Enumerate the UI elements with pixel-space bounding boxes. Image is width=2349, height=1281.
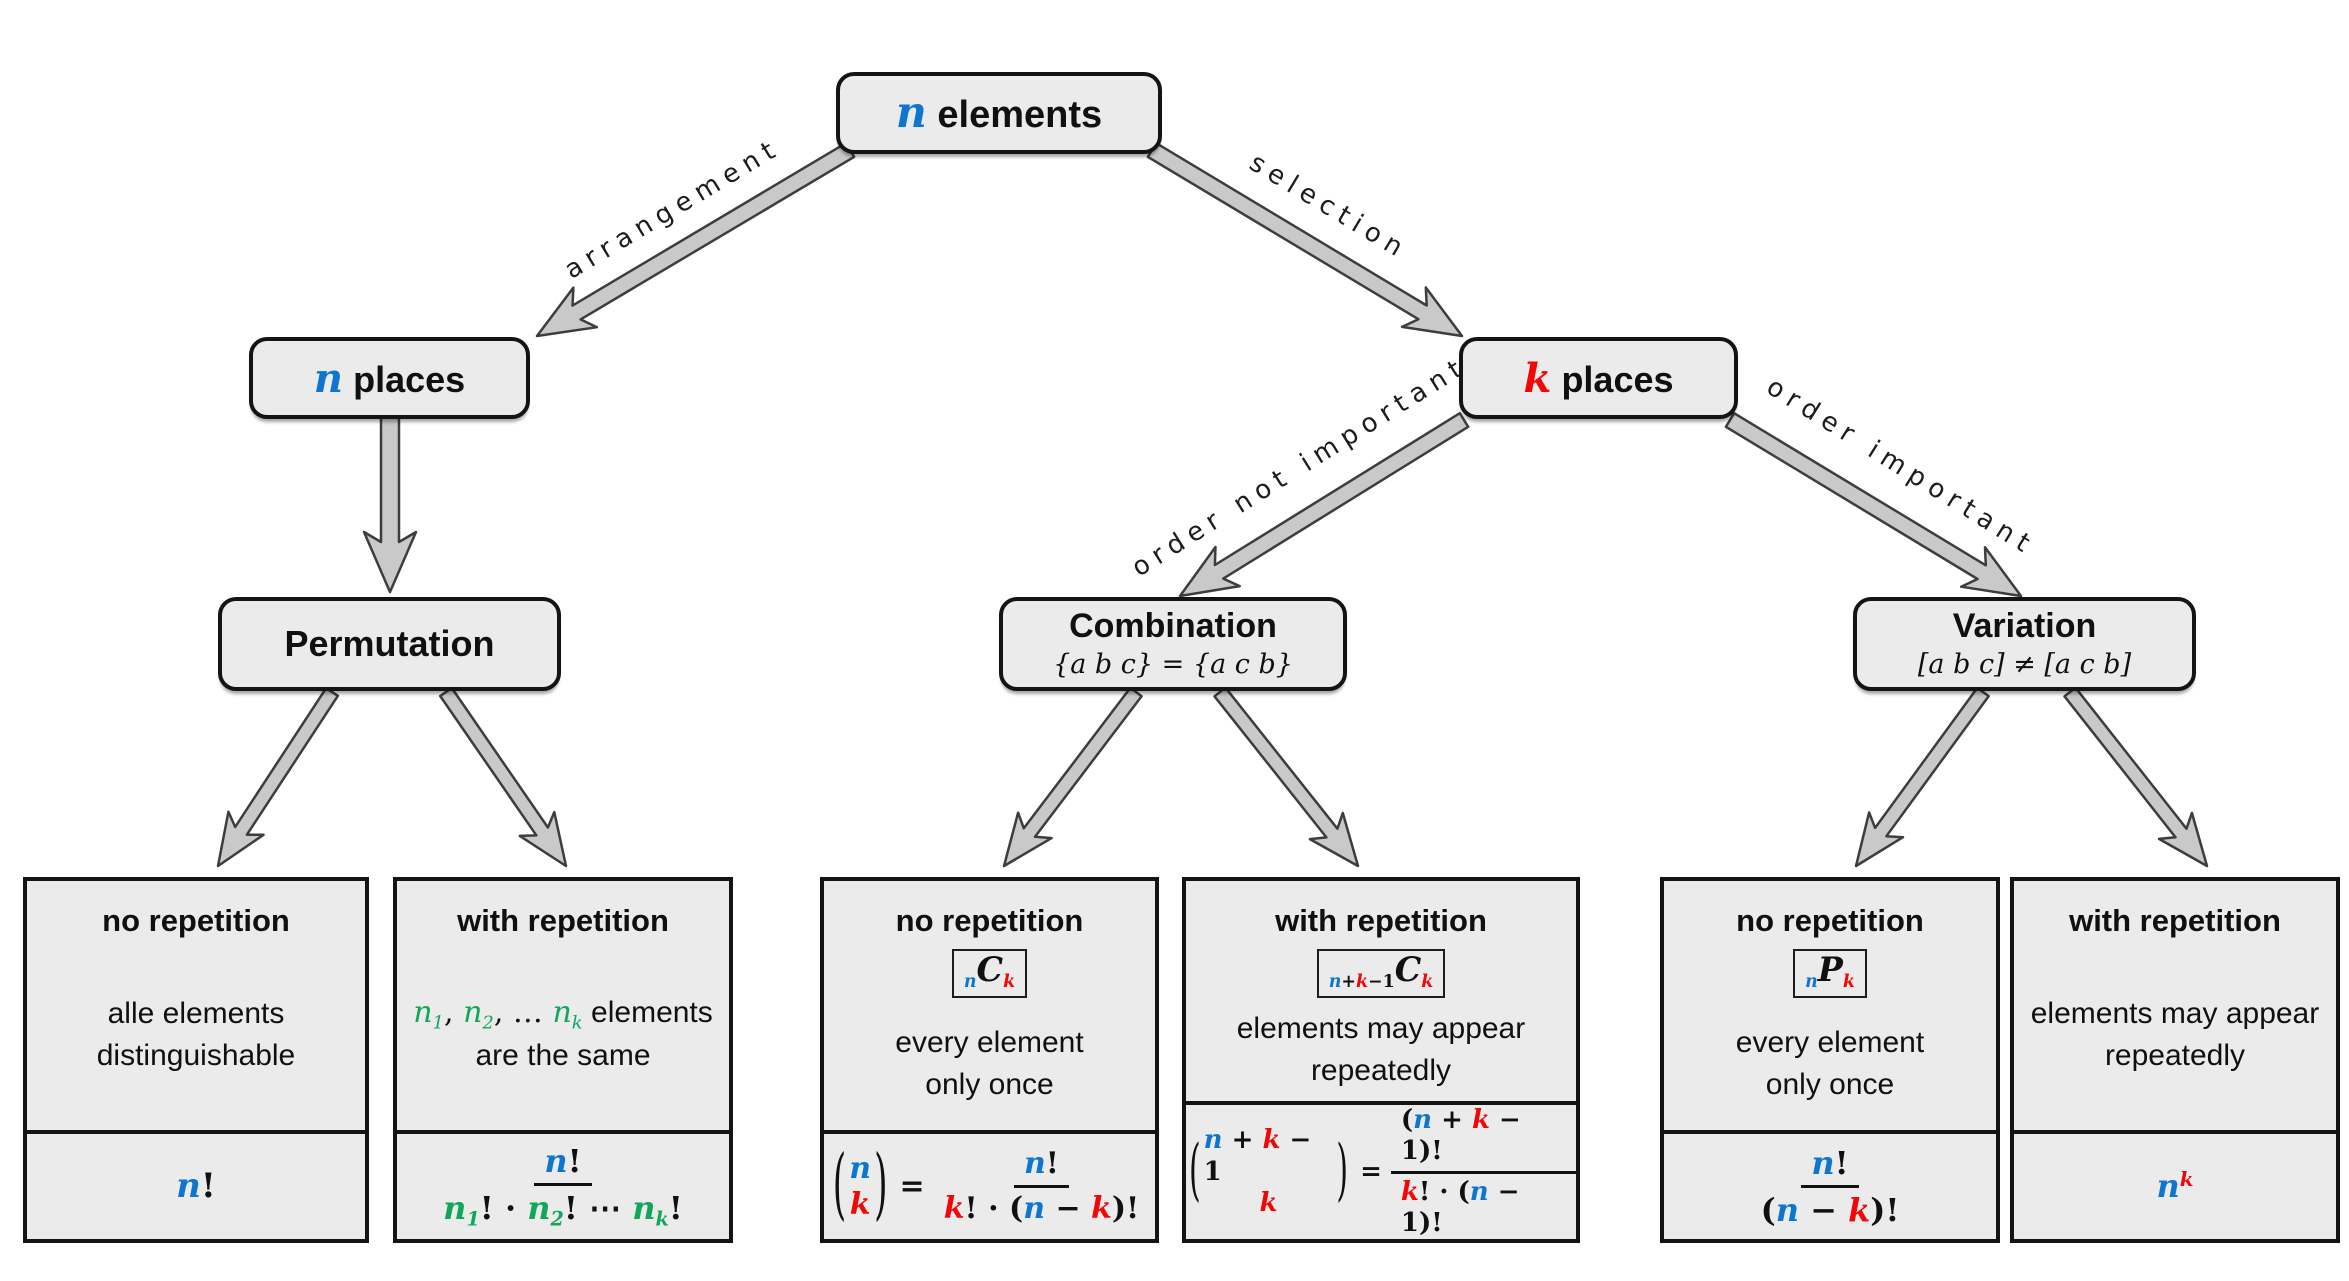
leaf-description: alle elements distinguishable bbox=[96, 996, 296, 1072]
leaf-upper: with repetition elements may appear repe… bbox=[2014, 881, 2336, 1130]
node-n-places: n places bbox=[249, 337, 530, 419]
leaf-formula-section: n!(n − k)! bbox=[1664, 1130, 1996, 1239]
leaf-title: no repetition bbox=[1736, 903, 1924, 938]
formula-n-factorial: n! bbox=[176, 1166, 216, 1207]
badge-n-plus-k-minus-1-Ck: n+k−1Ck bbox=[1316, 949, 1446, 999]
arrow-n-elements-to-n-places bbox=[535, 141, 856, 338]
leaf-description: every element only once bbox=[1735, 1026, 1925, 1102]
leaf-upper: no repetition nCk every element only onc… bbox=[824, 881, 1155, 1130]
arrow-combination-to-with-repetition bbox=[1213, 686, 1360, 868]
leaf-upper: with repetition n1, n2, … nk elements ar… bbox=[397, 881, 729, 1130]
node-n-elements: n elements bbox=[836, 72, 1162, 154]
leaf-permutation-no-repetition: no repetition alle elements distinguisha… bbox=[23, 877, 369, 1243]
arrow-k-places-to-variation bbox=[1724, 411, 2023, 598]
node-permutation-title: Permutation bbox=[284, 623, 495, 665]
leaf-description: elements may appear repeatedly bbox=[2030, 996, 2320, 1072]
leaf-title: no repetition bbox=[102, 903, 290, 938]
leaf-combination-with-repetition: with repetition n+k−1Ck elements may app… bbox=[1182, 877, 1580, 1243]
leaf-description: every element only once bbox=[895, 1026, 1084, 1102]
leaf-formula-section: nk bbox=[2014, 1130, 2336, 1239]
node-variation: Variation [a b c] ≠ [a c b] bbox=[1853, 597, 2196, 691]
node-k-places-title: k places bbox=[1523, 353, 1674, 402]
leaf-variation-no-repetition: no repetition nPk every element only onc… bbox=[1660, 877, 2000, 1243]
arrow-combination-to-no-repetition bbox=[1002, 686, 1143, 868]
node-n-places-title: n places bbox=[313, 353, 466, 402]
arrow-permutation-to-with-repetition bbox=[438, 686, 568, 868]
formula-multinomial: n!n1! · n2! ⋯ nk! bbox=[443, 1141, 683, 1232]
leaf-variation-with-repetition: with repetition elements may appear repe… bbox=[2010, 877, 2340, 1243]
node-combination: Combination {a b c} = {a c b} bbox=[999, 597, 1347, 691]
leaf-description: n1, n2, … nk elements are the same bbox=[413, 994, 713, 1073]
leaf-title: no repetition bbox=[895, 903, 1084, 938]
leaf-upper: no repetition alle elements distinguisha… bbox=[27, 881, 365, 1130]
leaf-description: elements may appear repeatedly bbox=[1236, 1011, 1526, 1087]
formula-n-power-k: nk bbox=[2156, 1167, 2194, 1206]
leaf-upper: with repetition n+k−1Ck elements may app… bbox=[1186, 881, 1576, 1101]
leaf-combination-no-repetition: no repetition nCk every element only onc… bbox=[820, 877, 1159, 1243]
arrow-n-places-to-permutation bbox=[362, 412, 418, 594]
leaf-upper: no repetition nPk every element only onc… bbox=[1664, 881, 1996, 1130]
node-n-elements-title: n elements bbox=[895, 87, 1103, 138]
arrow-permutation-to-no-repetition bbox=[216, 686, 340, 868]
arrow-k-places-to-combination bbox=[1178, 411, 1470, 598]
leaf-title: with repetition bbox=[1275, 903, 1487, 938]
badge-nCk: nCk bbox=[951, 949, 1028, 999]
node-combination-subtitle: {a b c} = {a c b} bbox=[1053, 648, 1293, 680]
leaf-title: with repetition bbox=[457, 903, 669, 938]
node-variation-title: Variation bbox=[1952, 607, 2097, 646]
arrow-n-elements-to-k-places bbox=[1146, 141, 1464, 338]
formula-partial-permutation: n!(n − k)! bbox=[1760, 1143, 1900, 1229]
arrow-variation-to-no-repetition bbox=[1854, 686, 1990, 868]
leaf-permutation-with-repetition: with repetition n1, n2, … nk elements ar… bbox=[393, 877, 733, 1243]
leaf-formula-section: n!n1! · n2! ⋯ nk! bbox=[397, 1130, 729, 1239]
badge-nPk: nPk bbox=[1793, 949, 1867, 999]
node-k-places: k places bbox=[1459, 337, 1738, 419]
node-combination-title: Combination bbox=[1069, 607, 1277, 646]
leaf-formula-section: n! bbox=[27, 1130, 365, 1239]
node-variation-subtitle: [a b c] ≠ [a c b] bbox=[1917, 648, 2132, 680]
arrow-variation-to-with-repetition bbox=[2063, 686, 2209, 868]
leaf-title: with repetition bbox=[2069, 903, 2281, 938]
node-permutation: Permutation bbox=[218, 597, 561, 691]
